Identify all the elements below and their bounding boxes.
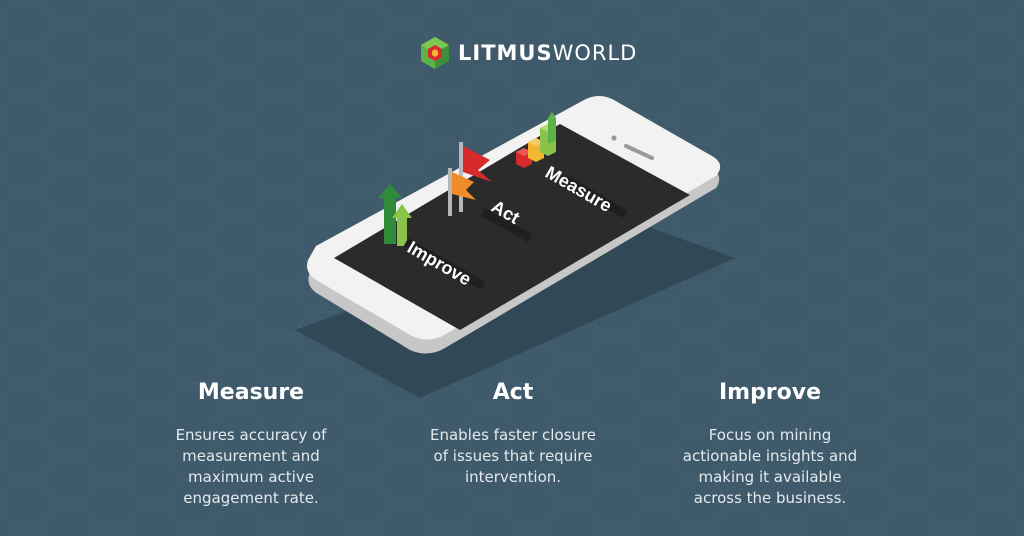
- logo-text-bold: LITMUS: [458, 41, 553, 65]
- measure-line-3: maximum active: [188, 468, 314, 486]
- act-description: Enables faster closure of issues that re…: [393, 425, 633, 488]
- phone-camera: [611, 135, 617, 141]
- improve-line-2: actionable insights and: [682, 447, 858, 465]
- improve-title: Improve: [718, 380, 822, 405]
- logo-text-light: WORLD: [552, 41, 638, 65]
- measure-description: Ensures accuracy of measurement and maxi…: [131, 425, 371, 509]
- litmus-cube-icon: [421, 37, 449, 69]
- growth-arrows-icon: [378, 184, 412, 246]
- measure-title: Measure: [197, 380, 305, 405]
- improve-column: Improve Focus on mining actionable insig…: [650, 380, 890, 509]
- litmusworld-logo: LITMUSWORLD: [420, 36, 637, 70]
- act-column: Act Enables faster closure of issues tha…: [393, 380, 633, 488]
- phone-speaker: [624, 144, 654, 160]
- improve-description: Focus on mining actionable insights and …: [650, 425, 890, 509]
- improve-line-3: making it available: [698, 468, 842, 486]
- label-shadow-improve: [403, 238, 486, 290]
- bar-chart-icon: [516, 112, 556, 168]
- improve-line-4: across the business.: [693, 489, 847, 507]
- measure-line-1: Ensures accuracy of: [175, 426, 327, 444]
- act-line-1: Enables faster closure: [430, 426, 596, 444]
- measure-column: Measure Ensures accuracy of measurement …: [131, 380, 371, 509]
- act-line-3: intervention.: [464, 468, 562, 486]
- measure-line-4: engagement rate.: [183, 489, 319, 507]
- act-line-2: of issues that require: [433, 447, 593, 465]
- flags-icon: [448, 142, 492, 216]
- improve-line-1: Focus on mining: [708, 426, 832, 444]
- label-shadow-measure: [563, 176, 628, 218]
- label-shadow-act: [480, 208, 533, 242]
- measure-line-2: measurement and: [182, 447, 320, 465]
- act-title: Act: [492, 380, 534, 405]
